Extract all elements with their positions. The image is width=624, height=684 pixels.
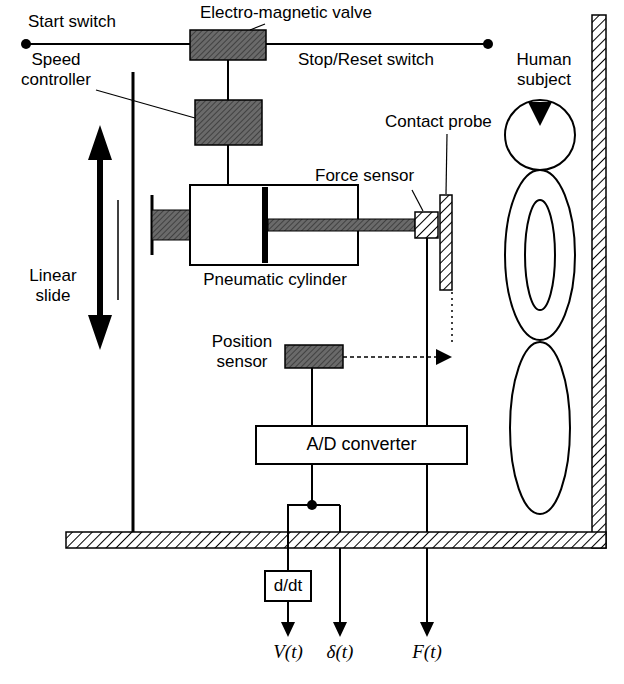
air-line (227, 145, 229, 185)
slide-rail (132, 72, 135, 532)
human-head (505, 100, 575, 170)
human-legs (510, 342, 570, 514)
head-marker (528, 102, 552, 126)
position-sensor-symbol (285, 345, 343, 368)
leader-line (412, 190, 423, 211)
process-box: d/dt (264, 570, 312, 602)
part-label: Position sensor (203, 332, 281, 372)
part-label: Pneumatic cylinder (175, 270, 375, 290)
part-label: V(t) (258, 642, 318, 662)
contact-probe-symbol (440, 195, 452, 290)
part-label: Contact probe (385, 112, 507, 132)
force-sensor-symbol (415, 212, 438, 238)
wall (592, 15, 606, 548)
signal-arrowhead (420, 622, 434, 637)
part-label: Speed controller (6, 50, 106, 90)
part-label: F(t) (397, 642, 457, 662)
human-torso (505, 170, 575, 340)
probe-travel-line (451, 292, 453, 345)
node-text: d/dt (274, 577, 302, 596)
part-label: Stop/Reset switch (298, 50, 478, 70)
start-switch-dot (21, 39, 31, 49)
part-label: Start switch (28, 12, 153, 32)
signal-arrowhead (333, 622, 347, 637)
part-label: Electro-magnetic valve (200, 3, 415, 23)
position-arrowhead (436, 349, 452, 365)
speed-controller-symbol (195, 100, 262, 145)
stop-switch-dot (483, 39, 493, 49)
signal-wire (312, 504, 340, 506)
position-beam (343, 356, 437, 358)
human-arm (525, 200, 555, 310)
ground (66, 532, 606, 548)
converter-box: A/D converter (255, 425, 468, 465)
leader-line (446, 134, 447, 194)
slide-mark (117, 200, 119, 300)
air-line (227, 60, 229, 100)
piston (262, 187, 268, 263)
signal-wire (339, 505, 341, 624)
signal-arrowhead (281, 622, 295, 637)
signal-wire (287, 602, 289, 624)
leader-line (250, 24, 265, 30)
connector (288, 465, 312, 570)
part-label: Force sensor (315, 166, 425, 186)
position-signal-wire (311, 368, 313, 425)
node-text: A/D converter (306, 435, 416, 455)
part-label: Linear slide (18, 266, 88, 306)
cylinder-mount (152, 210, 190, 240)
leader-line (96, 90, 195, 118)
valve-symbol (190, 30, 266, 60)
part-label: Human subject (500, 50, 588, 90)
part-label: δ(t) (310, 642, 370, 662)
slide-double-arrow (88, 125, 112, 350)
piston-rod (268, 219, 415, 231)
